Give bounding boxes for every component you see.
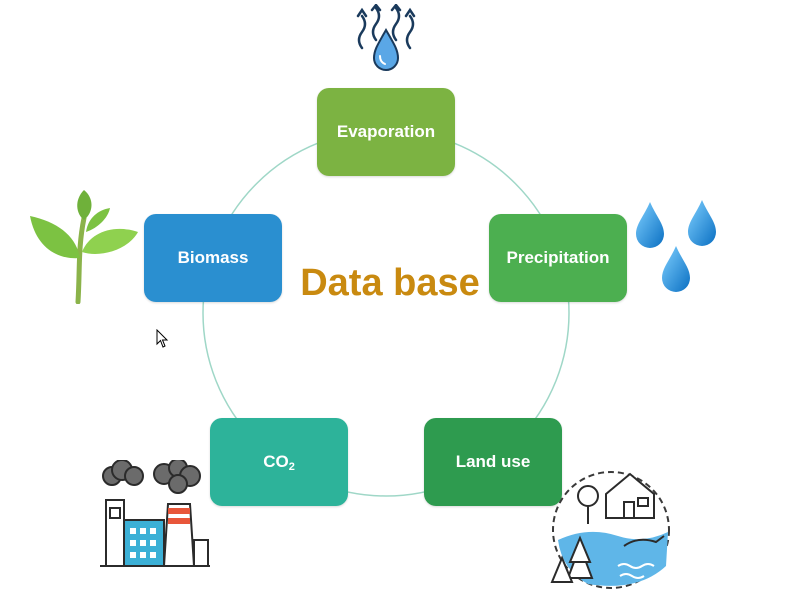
- landscape-icon: [550, 471, 670, 589]
- evaporation-icon: [356, 4, 416, 71]
- water-drops-icon: [636, 200, 716, 292]
- land-use-node[interactable]: Land use: [424, 418, 562, 506]
- plant-sprout-icon: [30, 190, 138, 304]
- factory-icon: [100, 460, 210, 567]
- biomass-node[interactable]: Biomass: [144, 214, 282, 302]
- co2-label-main: CO: [263, 451, 289, 471]
- precipitation-label: Precipitation: [506, 248, 610, 267]
- evaporation-node[interactable]: Evaporation: [317, 88, 455, 176]
- co2-node[interactable]: CO2: [210, 418, 348, 506]
- land-use-label: Land use: [455, 452, 531, 471]
- diagram-title: Data base: [300, 262, 480, 304]
- co2-label: CO2: [263, 452, 295, 473]
- biomass-label: Biomass: [177, 248, 249, 267]
- precipitation-node[interactable]: Precipitation: [489, 214, 627, 302]
- cursor-icon: [156, 329, 169, 348]
- co2-label-sub: 2: [288, 460, 295, 473]
- evaporation-label: Evaporation: [336, 122, 436, 141]
